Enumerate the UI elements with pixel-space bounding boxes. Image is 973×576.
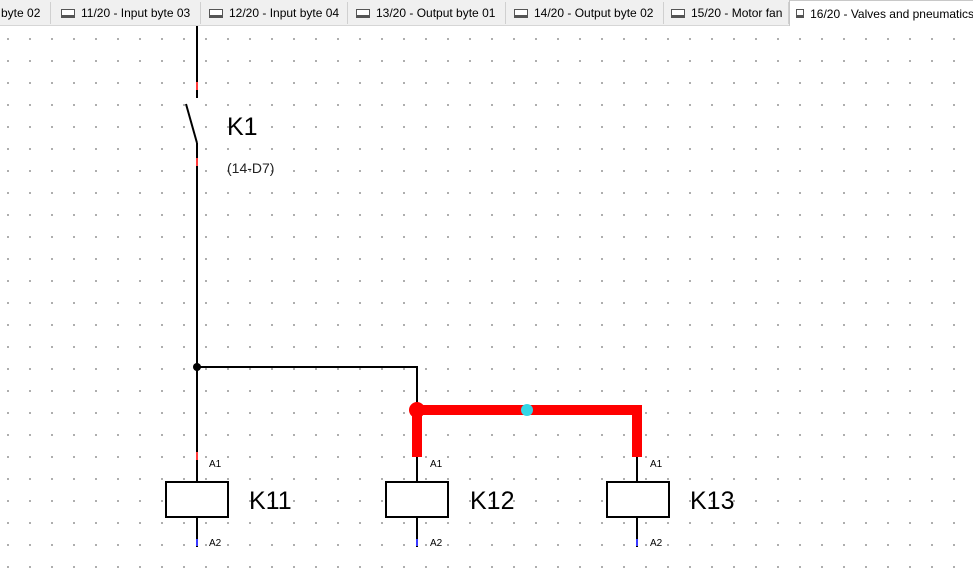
tab-label: 14/20 - Output byte 02 [534, 6, 654, 20]
tab-valves-and-pneumatics[interactable]: 16/20 - Valves and pneumatics [789, 0, 973, 26]
selected-wire-start-handle[interactable] [409, 402, 425, 418]
switch-k1-blade[interactable] [185, 103, 198, 144]
coil-k11-pin-a2: A2 [209, 538, 222, 549]
tab-label: 16/20 - Valves and pneumatics [810, 6, 973, 21]
tab-label: byte 02 [1, 6, 41, 20]
selected-wire-mid-handle[interactable] [521, 404, 533, 416]
page-icon [514, 8, 528, 18]
page-icon [209, 8, 223, 18]
tab-label: 13/20 - Output byte 01 [376, 6, 496, 20]
tab-input-byte-03[interactable]: 11/20 - Input byte 03 [55, 2, 201, 24]
tab-label: 15/20 - Motor fan [691, 6, 783, 20]
coil-k12-pin-a2: A2 [430, 538, 443, 549]
coil-k11-label: K11 [249, 487, 292, 515]
tab-label: 11/20 - Input byte 03 [81, 6, 191, 20]
coil-k12-pin-a1: A1 [430, 459, 443, 470]
tab-output-byte-02-full[interactable]: 14/20 - Output byte 02 [508, 2, 664, 24]
wire-branch-k12[interactable] [197, 366, 418, 410]
coil-k11-body[interactable] [165, 481, 229, 518]
coil-k12-label: K12 [470, 487, 514, 515]
tab-label: 12/20 - Input byte 04 [229, 6, 340, 20]
switch-k1-label: K1 [227, 113, 258, 141]
tab-bar: byte 02 11/20 - Input byte 03 12/20 - In… [0, 0, 973, 26]
coil-k13-body[interactable] [606, 481, 670, 518]
schematic-canvas[interactable]: A1 A2 K11 A1 A2 K12 A1 A2 K13 K1 (14-D7) [0, 26, 973, 576]
tab-output-byte-01[interactable]: 13/20 - Output byte 01 [350, 2, 506, 24]
tab-input-byte-04[interactable]: 12/20 - Input byte 04 [203, 2, 348, 24]
coil-k11-pin-a1: A1 [209, 459, 222, 470]
coil-k11[interactable]: A1 A2 K11 [165, 459, 292, 549]
coil-k13-label: K13 [690, 487, 734, 515]
coil-k12[interactable]: A1 A2 K12 [385, 459, 514, 549]
coil-k12-body[interactable] [385, 481, 449, 518]
selected-wire-k13[interactable] [417, 405, 642, 457]
tab-output-byte-02[interactable]: byte 02 [0, 2, 51, 24]
coil-k13-pin-a2: A2 [650, 538, 663, 549]
tab-motor-fan[interactable]: 15/20 - Motor fan [665, 2, 789, 24]
switch-k1-reference: (14-D7) [227, 160, 274, 176]
schematic-drawing: A1 A2 K11 A1 A2 K12 A1 A2 K13 K1 (14-D7) [165, 26, 734, 549]
coil-k13[interactable]: A1 A2 K13 [606, 459, 734, 549]
page-icon [671, 8, 685, 18]
page-icon [796, 9, 805, 18]
page-icon [61, 8, 75, 18]
coil-k13-pin-a1: A1 [650, 459, 663, 470]
page-icon [356, 8, 370, 18]
